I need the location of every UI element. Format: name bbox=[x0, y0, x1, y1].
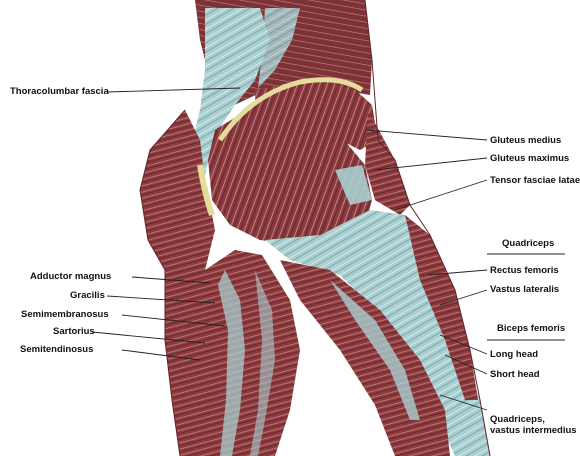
label-gracilis: Gracilis bbox=[70, 290, 105, 301]
thoracolumbar-fascia bbox=[185, 8, 270, 200]
label-semitendinosus: Semitendinosus bbox=[20, 344, 94, 355]
label-sartorius: Sartorius bbox=[53, 326, 95, 337]
gluteus-maximus-shape bbox=[208, 105, 372, 245]
group-heading-quadriceps: Quadriceps bbox=[502, 238, 555, 249]
label-rectus-femoris: Rectus femoris bbox=[490, 265, 559, 276]
left-buttock bbox=[140, 110, 215, 285]
label-short-head: Short head bbox=[490, 369, 540, 380]
label-quadriceps-comma: Quadriceps, bbox=[490, 414, 545, 425]
vastus-lateralis-shape bbox=[405, 215, 478, 400]
label-gluteus-maximus: Gluteus maximus bbox=[490, 153, 570, 164]
label-thoracolumbar-fascia: Thoracolumbar fascia bbox=[10, 86, 109, 97]
label-tensor-fasciae-latae: Tensor fasciae latae bbox=[490, 175, 580, 186]
semitendinosus-tendon bbox=[218, 270, 245, 456]
label-vastus-lateralis: Vastus lateralis bbox=[490, 284, 560, 295]
label-gluteus-medius: Gluteus medius bbox=[490, 135, 562, 146]
group-heading-biceps-femoris: Biceps femoris bbox=[497, 323, 566, 334]
tensor-fasciae-latae-shape bbox=[365, 110, 410, 215]
label-semimembranosus: Semimembranosus bbox=[21, 309, 109, 320]
label-vastus-intermedius: vastus intermedius bbox=[490, 425, 577, 436]
leader-lines bbox=[91, 87, 565, 411]
gluteus-medius-shape bbox=[255, 80, 378, 150]
label-adductor-magnus: Adductor magnus bbox=[30, 271, 112, 282]
label-long-head: Long head bbox=[490, 349, 539, 360]
